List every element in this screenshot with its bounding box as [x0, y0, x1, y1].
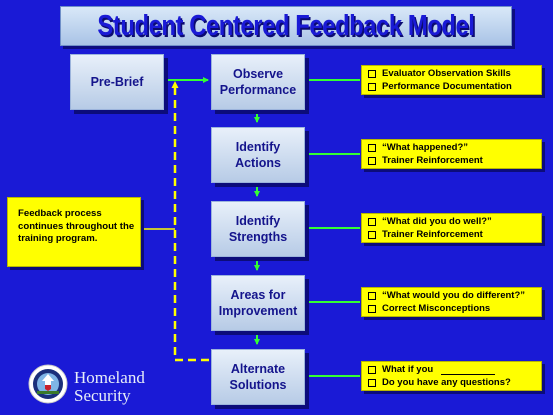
page-title: Student Centered Feedback Model	[97, 9, 475, 42]
checkbox-icon	[368, 230, 376, 239]
note-observe: Evaluator Observation Skills Performance…	[361, 65, 542, 95]
logo-text-line2: Security	[74, 386, 131, 405]
note-improvement: “What would you do different?” Correct M…	[361, 287, 542, 317]
side-note: Feedback process continues throughout th…	[7, 197, 141, 267]
logo-text-line1: Homeland	[74, 368, 145, 387]
note-solutions: What if you Do you have any questions?	[361, 361, 542, 391]
checkbox-icon	[368, 365, 376, 374]
step-pre-brief: Pre-Brief	[70, 54, 164, 110]
step-identify-actions: Identify Actions	[211, 127, 305, 183]
homeland-security-logo: Homeland Security	[28, 364, 188, 408]
checkbox-icon	[368, 156, 376, 165]
fill-in-blank	[441, 365, 496, 375]
step-alternate-solutions: Alternate Solutions	[211, 349, 305, 405]
feedback-loop	[171, 81, 209, 362]
checkbox-icon	[368, 217, 376, 226]
step-areas-for-improvement: Areas for Improvement	[211, 275, 305, 331]
checkbox-icon	[368, 69, 376, 78]
checkbox-icon	[368, 291, 376, 300]
checkbox-icon	[368, 82, 376, 91]
checkbox-icon	[368, 304, 376, 313]
step-observe-performance: Observe Performance	[211, 54, 305, 110]
checkbox-icon	[368, 143, 376, 152]
note-actions: “What happened?” Trainer Reinforcement	[361, 139, 542, 169]
title-banner: Student Centered Feedback Model	[60, 6, 512, 46]
dhs-seal-icon	[28, 364, 68, 404]
step-identify-strengths: Identify Strengths	[211, 201, 305, 257]
checkbox-icon	[368, 378, 376, 387]
note-strengths: “What did you do well?” Trainer Reinforc…	[361, 213, 542, 243]
